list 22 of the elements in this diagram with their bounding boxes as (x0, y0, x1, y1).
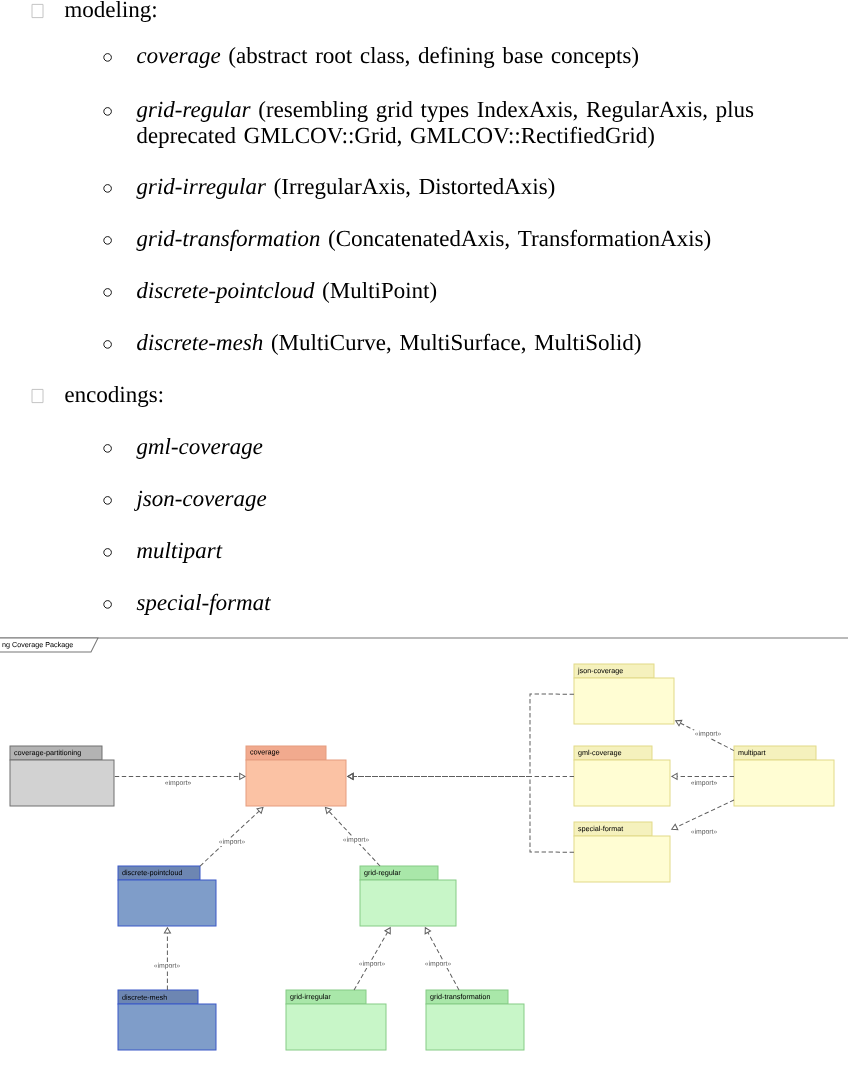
list-item: discrete-mesh (MultiCurve, MultiSurface, MultiSolid) (137, 333, 641, 355)
dashed-arrow (347, 772, 575, 853)
dashed-arrow (163, 927, 171, 991)
dashed-arrow (199, 807, 264, 867)
list-item: grid-transformation (ConcatenatedAxis, TransformationAxis) (136, 229, 711, 251)
dashed-arrow (114, 772, 246, 780)
list-item: special-format (136, 593, 271, 615)
dashed-arrow (353, 927, 391, 991)
list-heading: encodings: (65, 386, 163, 407)
dashed-arrow (671, 799, 735, 831)
list-item: gml-coverage (136, 438, 263, 459)
list-heading: modeling: (64, 1, 156, 22)
dashed-arrow (324, 807, 381, 867)
list-item: grid-regular (resembling grid types IndexAxis, RegularAxis, plus deprecated GMLCOV::Grid, GMLCOV::RectifiedGrid) (136, 101, 754, 148)
list-item: grid-irregular (IrregularAxis, DistortedAxis) (136, 178, 555, 199)
dashed-arrow (424, 927, 460, 991)
dashed-arrow (675, 719, 735, 752)
dashed-arrow (671, 772, 735, 780)
list-item: discrete-pointcloud (MultiPoint) (137, 282, 437, 303)
list-item: coverage (abstract root class, defining base concepts) (137, 46, 638, 68)
list-item: json-coverage (133, 490, 267, 511)
list-item: multipart (137, 542, 223, 563)
